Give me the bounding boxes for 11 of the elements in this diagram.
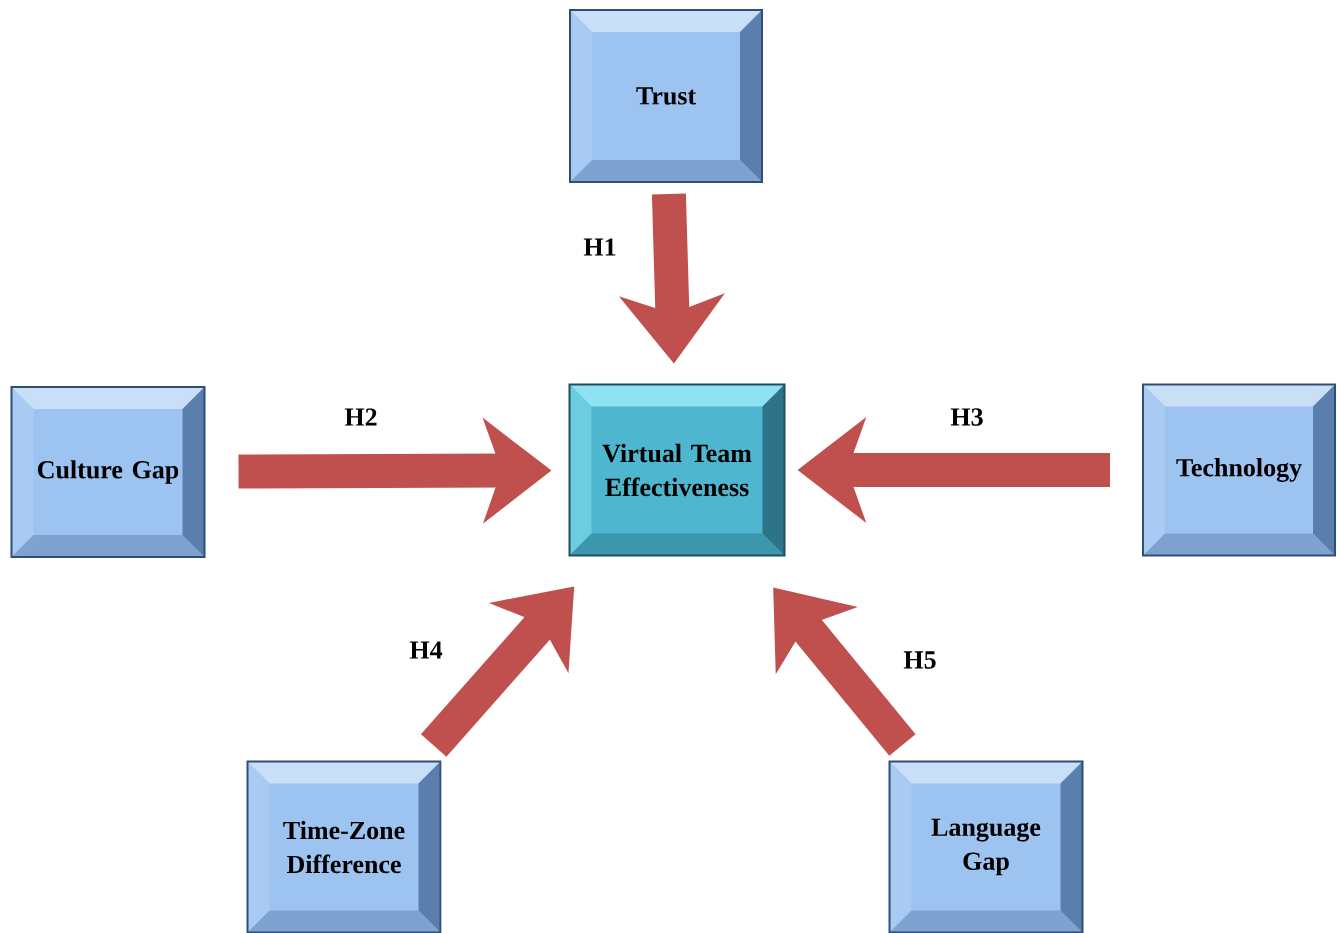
bevel-box: Language Gap <box>888 760 1084 933</box>
edge-label: H1 <box>583 238 616 256</box>
edge-label: H2 <box>344 408 377 426</box>
bevel-box: Culture Gap <box>10 386 206 558</box>
edge-label: H3 <box>950 408 983 426</box>
bevel-box: Trust <box>569 9 763 183</box>
bevel-box: Time-Zone Difference <box>246 760 442 933</box>
bevel-box: Virtual Team Effectiveness <box>568 383 786 557</box>
bevel-box: Technology <box>1142 383 1336 557</box>
edge-label: H5 <box>903 651 936 669</box>
edge-label: H4 <box>409 641 443 659</box>
